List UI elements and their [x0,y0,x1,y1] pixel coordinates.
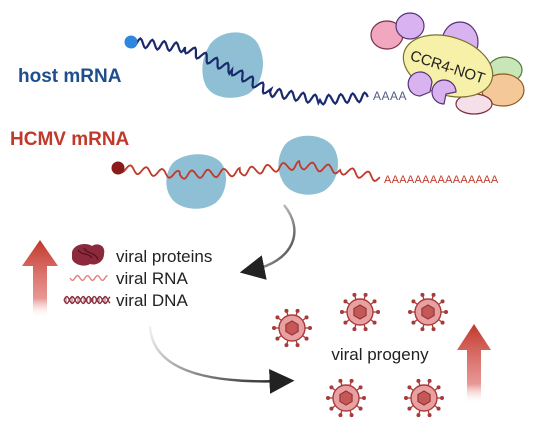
legend-viral-rna: viral RNA [116,269,188,288]
hcmv-polya-tail: AAAAAAAAAAAAAAA [384,174,499,186]
legend-viral-proteins: viral proteins [116,247,212,266]
rna-wave-icon [69,274,108,282]
ccr4-not-complex-icon [370,12,525,115]
progeny-arrow-icon [148,325,295,394]
host-polya-tail: AAAA [373,89,407,103]
curved-arrow-icon [239,204,296,280]
virus-particle-icon [404,378,444,418]
progeny-up-arrow-icon [457,324,491,404]
up-arrow-icon [22,240,58,318]
virus-particle-icon [340,292,380,332]
host-5prime-cap-icon [124,35,138,49]
host-mrna-label: host mRNA [18,66,122,87]
viral-progeny-label: viral progeny [331,345,429,364]
host-ribosome-icon [202,32,263,98]
hcmv-ribosome-1-icon [166,154,226,209]
virus-particle-icon [408,292,448,332]
hcmv-mrna-label: HCMV mRNA [10,129,130,150]
protein-icon [72,244,105,266]
host-mrna-strand [129,37,369,106]
hcmv-mrna-strand [117,159,381,182]
dna-helix-icon [63,295,111,305]
legend-viral-dna: viral DNA [116,291,188,310]
hcmv-5prime-cap-icon [111,161,125,175]
virus-particle-icon [272,308,312,348]
virus-particle-icon [326,378,366,418]
